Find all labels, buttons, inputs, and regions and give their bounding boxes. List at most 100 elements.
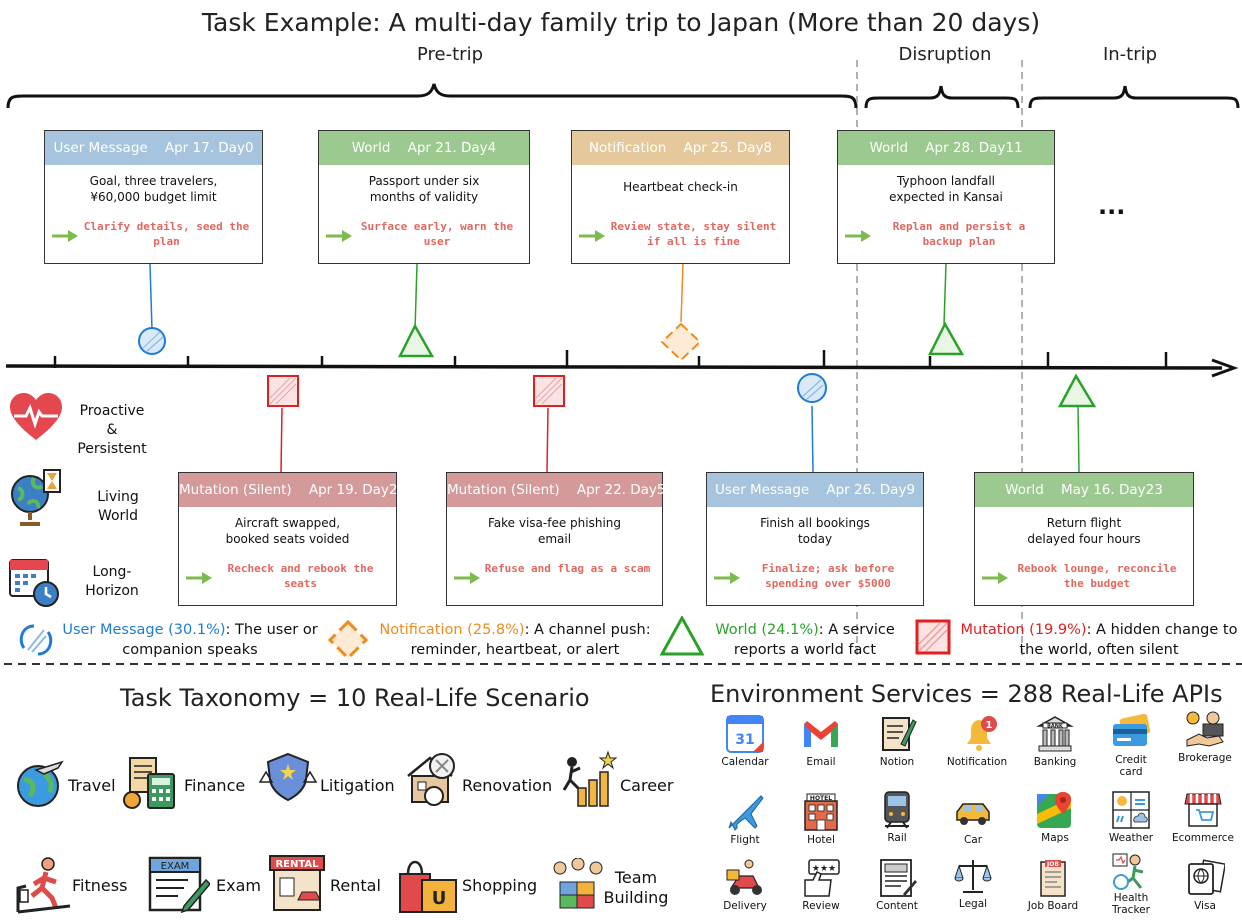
calendar-clock-icon bbox=[9, 559, 59, 607]
maps-icon bbox=[1037, 792, 1071, 828]
service-label: Content bbox=[876, 900, 918, 912]
weather-icon bbox=[1112, 791, 1150, 829]
shopping-icon: U bbox=[399, 860, 457, 913]
content-icon bbox=[880, 859, 917, 897]
service-banking: BANK Banking bbox=[1016, 714, 1094, 768]
brace-pre-trip bbox=[6, 83, 858, 109]
shop-icon bbox=[1184, 793, 1222, 827]
hotel-icon: HOTEL bbox=[804, 793, 838, 831]
event-card-day8: Notification Apr 25. Day8 Heartbeat chec… bbox=[571, 130, 790, 264]
service-label: Notification bbox=[946, 756, 1008, 768]
service-label: Rail bbox=[887, 832, 907, 844]
service-label: Car bbox=[963, 834, 983, 846]
service-label: Health Tracker bbox=[1112, 892, 1150, 916]
event-action: Clarify details, seed the plan bbox=[83, 220, 250, 248]
service-label: Notion bbox=[879, 756, 915, 768]
green-arrow-icon bbox=[454, 572, 480, 584]
email-icon bbox=[804, 721, 838, 747]
event-body: Heartbeat check-in bbox=[623, 180, 738, 194]
service-label: Job Board bbox=[1027, 900, 1079, 912]
event-body: Aircraft swapped, booked seats voided bbox=[225, 516, 350, 546]
event-type: Mutation (Silent) bbox=[179, 482, 292, 498]
litigation-icon bbox=[258, 752, 318, 802]
bell-icon: 1 bbox=[967, 716, 997, 751]
mutation-legend-icon bbox=[915, 619, 951, 655]
svg-text:HOTEL: HOTEL bbox=[810, 795, 832, 802]
taxonomy-item-exam: Exam bbox=[216, 876, 261, 895]
service-label: Credit card bbox=[1115, 754, 1147, 778]
service-label: Calendar bbox=[721, 756, 769, 768]
service-health-tracker: Health Tracker bbox=[1092, 852, 1170, 916]
legend-mutation: Mutation (19.9%): A hidden change to the… bbox=[956, 620, 1242, 660]
phase-in-trip-label: In-trip bbox=[1102, 44, 1158, 65]
marker-world-day23 bbox=[1057, 373, 1097, 408]
service-label: Brokerage bbox=[1178, 752, 1232, 764]
legend-user-message: User Message (30.1%): The user or compan… bbox=[60, 620, 320, 660]
marker-mutation-day2 bbox=[267, 375, 299, 407]
taxonomy-item-team-building: Team Building bbox=[603, 868, 669, 907]
notion-icon bbox=[882, 717, 917, 751]
more-events-ellipsis: ... bbox=[1098, 192, 1126, 220]
fitness-icon bbox=[16, 857, 71, 914]
taxonomy-item-fitness: Fitness bbox=[72, 876, 128, 895]
legend-key: User Message (30.1%) bbox=[62, 622, 226, 638]
svg-text:BANK: BANK bbox=[1047, 724, 1064, 730]
service-ecommerce: Ecommerce bbox=[1164, 790, 1242, 844]
services-title: Environment Services = 288 Real-Life API… bbox=[710, 680, 1223, 708]
taxonomy-item-career: Career bbox=[620, 776, 674, 795]
event-action: Recheck and rebook the seats bbox=[227, 562, 374, 590]
service-flight: Flight bbox=[706, 792, 784, 846]
phase-pre-trip-label: Pre-trip bbox=[417, 44, 483, 65]
taxonomy-title: Task Taxonomy = 10 Real-Life Scenario bbox=[120, 684, 590, 712]
event-action: Finalize; ask before spending over $5000 bbox=[761, 562, 895, 590]
diagram-title: Task Example: A multi-day family trip to… bbox=[201, 8, 1041, 37]
legend-desc: : A service reports a world fact bbox=[733, 622, 895, 658]
taxonomy-item-renovation: Renovation bbox=[462, 776, 553, 795]
renovation-icon bbox=[407, 753, 455, 806]
svg-text:EXAM: EXAM bbox=[161, 861, 190, 872]
event-date: Apr 25. Day8 bbox=[683, 140, 773, 156]
service-car: Car bbox=[934, 792, 1012, 846]
event-body: Finish all bookings today bbox=[760, 516, 870, 546]
svg-text:U: U bbox=[432, 888, 447, 909]
service-delivery: Delivery bbox=[706, 858, 784, 912]
legend-desc: : The user or companion speaks bbox=[122, 622, 318, 658]
review-icon: ★★★ bbox=[804, 859, 840, 897]
svg-text:1: 1 bbox=[986, 720, 993, 731]
event-body: Fake visa-fee phishing email bbox=[487, 516, 622, 546]
event-card-day0: User Message Apr 17. Day0 Goal, three tr… bbox=[44, 130, 263, 264]
service-label: Maps bbox=[1041, 832, 1069, 844]
service-label: Flight bbox=[730, 834, 760, 846]
brace-disruption bbox=[864, 85, 1020, 109]
service-weather: Weather bbox=[1092, 790, 1170, 844]
event-body: Typhoon landfall expected in Kansai bbox=[889, 174, 1003, 204]
event-action: Surface early, warn the user bbox=[360, 220, 514, 248]
event-type: User Message bbox=[53, 140, 148, 156]
svg-text:RENTAL: RENTAL bbox=[275, 859, 319, 870]
taxonomy-item-finance: Finance bbox=[184, 776, 246, 795]
event-card-day11: World Apr 28. Day11 Typhoon landfall exp… bbox=[837, 130, 1055, 264]
career-icon bbox=[562, 750, 618, 807]
legend-notification: Notification (25.8%): A channel push: re… bbox=[370, 620, 660, 660]
car-icon bbox=[956, 803, 990, 825]
property-proactive-label: Proactive & Persistent bbox=[77, 403, 147, 457]
brokerage-icon bbox=[1186, 711, 1224, 747]
world-legend-icon bbox=[660, 616, 704, 656]
event-type: World bbox=[1005, 482, 1044, 498]
service-legal: Legal bbox=[934, 856, 1012, 910]
legend-key: World (24.1%) bbox=[715, 622, 819, 638]
event-type: World bbox=[351, 140, 391, 156]
service-label: Delivery bbox=[723, 900, 767, 912]
service-label: Visa bbox=[1194, 900, 1216, 912]
rental-icon: RENTAL bbox=[269, 855, 325, 911]
legend-desc: : A channel push: reminder, heartbeat, o… bbox=[410, 622, 651, 658]
green-arrow-icon bbox=[714, 572, 740, 584]
team-building-icon bbox=[553, 858, 603, 909]
legend-world: World (24.1%): A service reports a world… bbox=[700, 620, 910, 660]
scales-icon bbox=[954, 860, 992, 893]
bank-icon: BANK bbox=[1036, 716, 1074, 752]
flight-icon bbox=[728, 795, 764, 831]
marker-world-day11 bbox=[927, 321, 965, 356]
brace-in-trip bbox=[1028, 85, 1240, 109]
event-date: Apr 22. Day5 bbox=[576, 482, 666, 498]
